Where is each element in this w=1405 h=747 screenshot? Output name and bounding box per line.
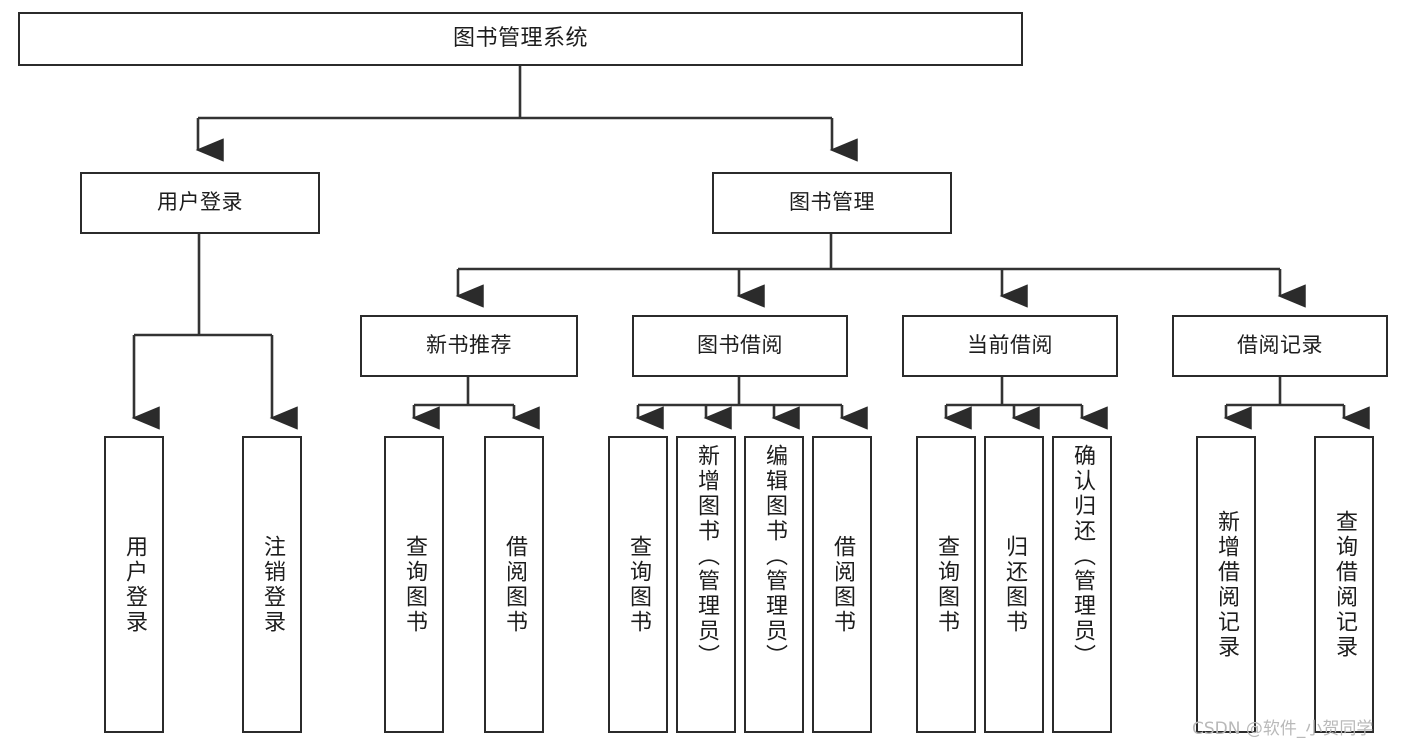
node-label: 查询图书 xyxy=(626,534,651,635)
leaf-cb-query-book[interactable]: 查询图书 xyxy=(916,436,976,733)
node-book-borrow[interactable]: 图书借阅 xyxy=(632,315,848,377)
node-borrow-record[interactable]: 借阅记录 xyxy=(1172,315,1388,377)
leaf-cb-confirm-return-admin[interactable]: 确认归还（管理员） xyxy=(1052,436,1112,733)
node-new-book-recommend[interactable]: 新书推荐 xyxy=(360,315,578,377)
node-label: 借阅图书 xyxy=(502,534,527,635)
leaf-nb-borrow-book[interactable]: 借阅图书 xyxy=(484,436,544,733)
node-label: 新增借阅记录 xyxy=(1214,509,1239,660)
node-root-system[interactable]: 图书管理系统 xyxy=(18,12,1023,66)
node-label: 图书管理 xyxy=(789,190,875,215)
leaf-bb-edit-book-admin[interactable]: 编辑图书（管理员） xyxy=(744,436,804,733)
leaf-cb-return-book[interactable]: 归还图书 xyxy=(984,436,1044,733)
node-label: 查询借阅记录 xyxy=(1332,509,1357,660)
leaf-bb-borrow-book[interactable]: 借阅图书 xyxy=(812,436,872,733)
node-label: 借阅记录 xyxy=(1237,333,1323,358)
node-label: 注销登录 xyxy=(260,534,285,635)
node-user-login[interactable]: 用户登录 xyxy=(80,172,320,234)
leaf-logout[interactable]: 注销登录 xyxy=(242,436,302,733)
node-label: 用户登录 xyxy=(122,534,147,635)
node-label: 借阅图书 xyxy=(830,534,855,635)
node-current-borrow[interactable]: 当前借阅 xyxy=(902,315,1118,377)
leaf-bb-query-book[interactable]: 查询图书 xyxy=(608,436,668,733)
node-label: 编辑图书（管理员） xyxy=(762,444,787,669)
node-label: 查询图书 xyxy=(402,534,427,635)
node-label: 新书推荐 xyxy=(426,333,512,358)
node-label: 归还图书 xyxy=(1002,534,1027,635)
node-label: 确认归还（管理员） xyxy=(1070,444,1095,669)
node-label: 查询图书 xyxy=(934,534,959,635)
node-label: 当前借阅 xyxy=(967,333,1053,358)
node-label: 图书管理系统 xyxy=(452,25,588,51)
node-book-management[interactable]: 图书管理 xyxy=(712,172,952,234)
leaf-br-add-record[interactable]: 新增借阅记录 xyxy=(1196,436,1256,733)
node-label: 新增图书（管理员） xyxy=(694,444,719,669)
leaf-br-query-record[interactable]: 查询借阅记录 xyxy=(1314,436,1374,733)
node-label: 图书借阅 xyxy=(697,333,783,358)
leaf-bb-add-book-admin[interactable]: 新增图书（管理员） xyxy=(676,436,736,733)
node-label: 用户登录 xyxy=(157,190,243,215)
leaf-user-login[interactable]: 用户登录 xyxy=(104,436,164,733)
leaf-nb-query-book[interactable]: 查询图书 xyxy=(384,436,444,733)
